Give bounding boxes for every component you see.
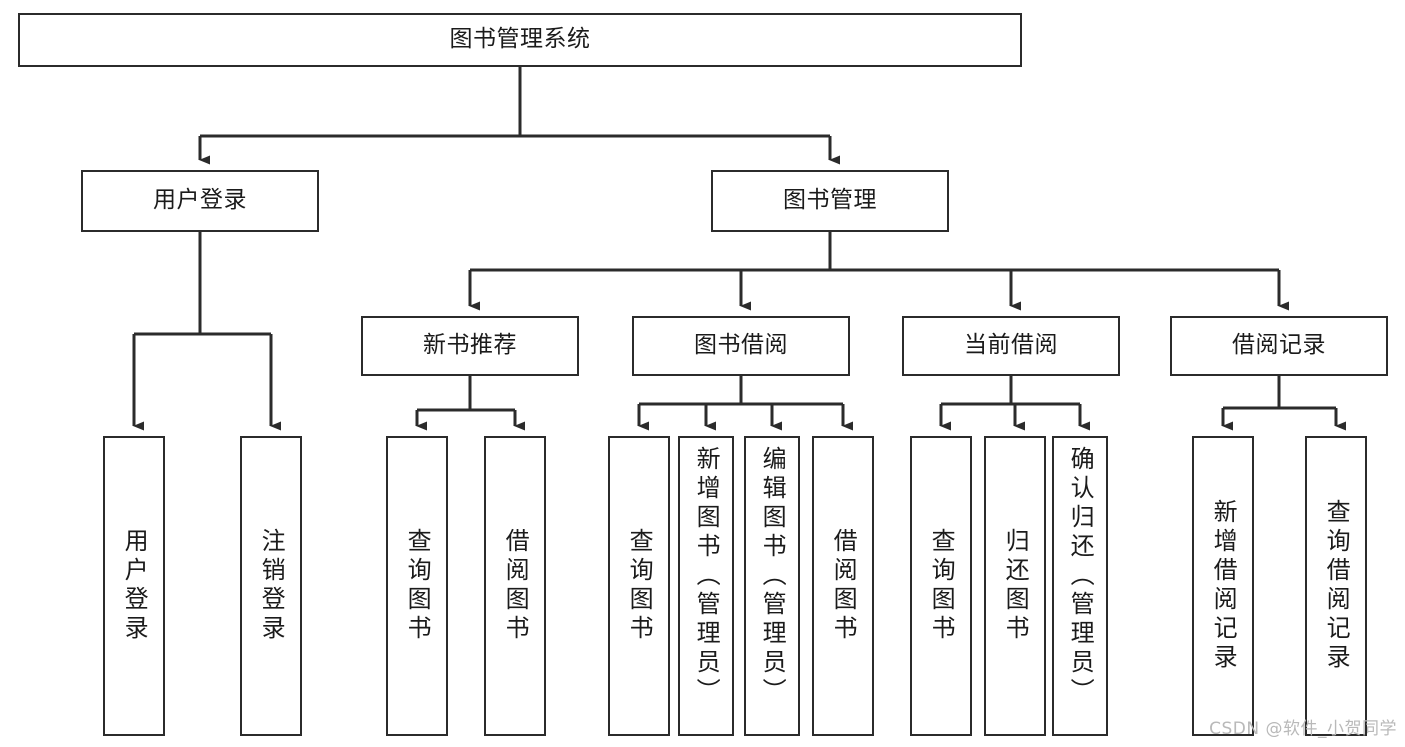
node-current-borrow[interactable]: 当前借阅 (902, 316, 1120, 376)
node-leaf-user-logout[interactable]: 注销登录 (240, 436, 302, 736)
node-current-borrow-label: 当前借阅 (964, 332, 1058, 359)
node-leaf-add-record[interactable]: 新增借阅记录 (1192, 436, 1254, 736)
node-new-book-rec[interactable]: 新书推荐 (361, 316, 579, 376)
node-book-borrow-label: 图书借阅 (694, 332, 788, 359)
node-leaf-query-record[interactable]: 查询借阅记录 (1305, 436, 1367, 736)
node-leaf-query-book-1[interactable]: 查询图书 (386, 436, 448, 736)
node-leaf-user-login[interactable]: 用户登录 (103, 436, 165, 736)
node-leaf-edit-book-label: 编辑图书（管理员） (758, 446, 787, 707)
node-leaf-borrow-book-2[interactable]: 借阅图书 (812, 436, 874, 736)
node-leaf-query-book-2-label: 查询图书 (625, 528, 654, 644)
node-book-manage[interactable]: 图书管理 (711, 170, 949, 232)
node-leaf-user-logout-label: 注销登录 (257, 528, 286, 644)
node-leaf-return-book-label: 归还图书 (1001, 528, 1030, 644)
node-leaf-add-record-label: 新增借阅记录 (1209, 499, 1238, 673)
node-leaf-edit-book[interactable]: 编辑图书（管理员） (744, 436, 800, 736)
node-user-login[interactable]: 用户登录 (81, 170, 319, 232)
node-leaf-return-book[interactable]: 归还图书 (984, 436, 1046, 736)
node-leaf-confirm-return-label: 确认归还（管理员） (1066, 446, 1095, 707)
node-new-book-rec-label: 新书推荐 (423, 332, 517, 359)
node-root-label: 图书管理系统 (449, 26, 591, 53)
node-leaf-query-book-3[interactable]: 查询图书 (910, 436, 972, 736)
node-book-borrow[interactable]: 图书借阅 (632, 316, 850, 376)
node-leaf-query-book-3-label: 查询图书 (927, 528, 956, 644)
node-borrow-record-label: 借阅记录 (1232, 332, 1326, 359)
node-leaf-borrow-book-1[interactable]: 借阅图书 (484, 436, 546, 736)
node-root[interactable]: 图书管理系统 (18, 13, 1022, 67)
node-leaf-query-book-2[interactable]: 查询图书 (608, 436, 670, 736)
node-leaf-query-book-1-label: 查询图书 (403, 528, 432, 644)
node-leaf-borrow-book-2-label: 借阅图书 (829, 528, 858, 644)
node-leaf-add-book-label: 新增图书（管理员） (692, 446, 721, 707)
node-borrow-record[interactable]: 借阅记录 (1170, 316, 1388, 376)
csdn-watermark: CSDN @软件_小贺同学 (1209, 719, 1397, 739)
node-leaf-confirm-return[interactable]: 确认归还（管理员） (1052, 436, 1108, 736)
node-leaf-add-book[interactable]: 新增图书（管理员） (678, 436, 734, 736)
node-leaf-user-login-label: 用户登录 (120, 528, 149, 644)
node-book-manage-label: 图书管理 (783, 187, 877, 214)
node-leaf-borrow-book-1-label: 借阅图书 (501, 528, 530, 644)
node-user-login-label: 用户登录 (153, 187, 247, 214)
node-leaf-query-record-label: 查询借阅记录 (1322, 499, 1351, 673)
